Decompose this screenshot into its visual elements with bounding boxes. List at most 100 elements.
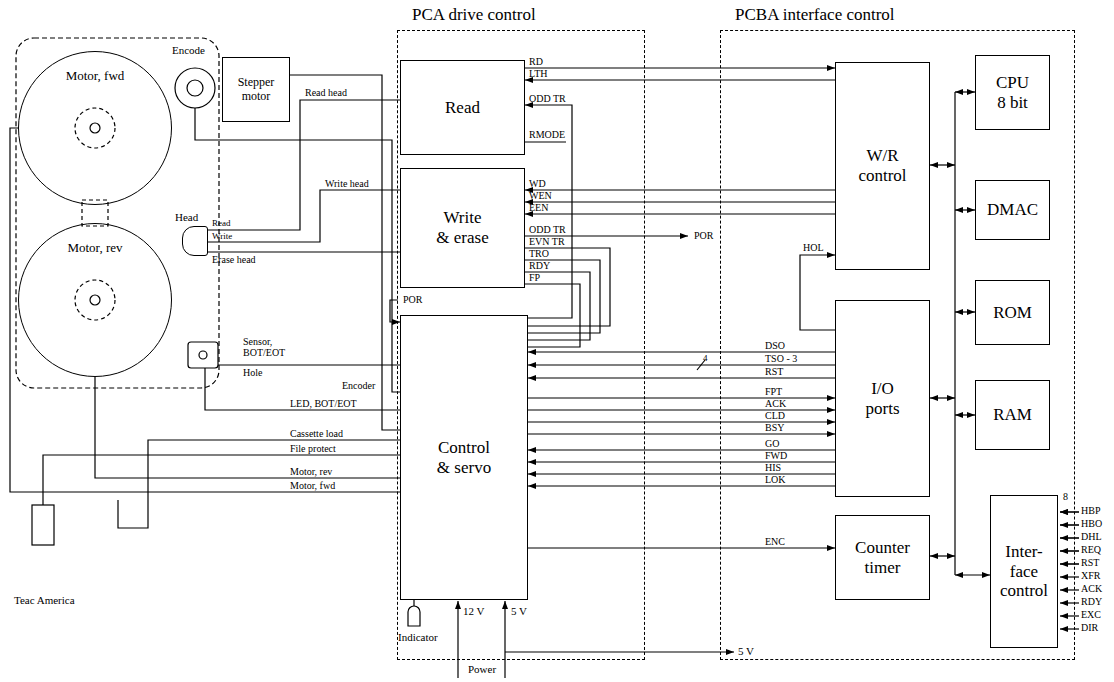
signal-name: FP (529, 273, 540, 284)
signal-name: HBO (1081, 519, 1102, 530)
signal-name: LOK (765, 475, 786, 486)
block-label: RAM (993, 405, 1032, 425)
host-signal-wire (1060, 576, 1079, 577)
signal-name: RD (529, 57, 543, 68)
signal-name: LTH (529, 69, 548, 80)
host-signal-wire (1060, 628, 1079, 629)
block-label: Motor, rev (67, 240, 122, 256)
indicator-lead (413, 600, 414, 606)
signal-connector (528, 351, 835, 352)
block-label: PCA drive control (412, 5, 536, 25)
signal-name: ACK (765, 399, 786, 410)
signal-name: Encoder (342, 381, 375, 392)
block-label: Write & erase (436, 208, 490, 247)
signal-name: Hole (243, 368, 262, 379)
signal-name: EXC (1081, 610, 1101, 621)
power-5v-branch (505, 651, 734, 652)
reel-spindle (90, 295, 100, 305)
signal-name: ODD TR (529, 94, 566, 105)
bus-arrow (930, 555, 955, 556)
bus-arrow (930, 164, 955, 165)
signal-name: GO (765, 439, 779, 450)
block-label: W/R control (853, 146, 913, 185)
signal-name: RST (1081, 558, 1099, 569)
bus-arrow (955, 574, 990, 575)
host-signal-wire (1060, 524, 1079, 525)
signal-name: 5 V (511, 606, 527, 618)
sensor-hole (199, 351, 207, 359)
signal-name: POR (403, 295, 422, 306)
block-label: Motor, fwd (66, 68, 125, 84)
reel-hub (75, 280, 115, 320)
host-signal-wire (1060, 615, 1079, 616)
signal-name: TRO (529, 249, 549, 260)
signal-name: HBP (1081, 506, 1100, 517)
signal-connector (528, 409, 835, 410)
signal-connector (528, 449, 835, 450)
indicator-led (408, 606, 420, 626)
host-signal-wire (1060, 602, 1079, 603)
motor-block: Stepper motor (222, 57, 290, 122)
signal-name: REQ (1081, 545, 1101, 556)
signal-name: Erase head (212, 255, 256, 266)
signal-name: Encode (172, 45, 205, 57)
tro-wire (525, 260, 600, 333)
signal-name: 4 (703, 354, 708, 363)
host-signal-wire (1060, 589, 1079, 590)
signal-name: FPT (765, 387, 782, 398)
signal-name: ACK (1081, 584, 1102, 595)
signal-name: 12 V (463, 606, 485, 618)
block-label: PCBA interface control (735, 5, 895, 25)
signal-connector (528, 377, 835, 378)
block-label: CPU 8 bit (992, 73, 1034, 112)
signal-connector (525, 79, 835, 80)
hol-wire (800, 255, 835, 330)
tape-head: Head (182, 226, 208, 256)
signal-name: ENC (765, 537, 785, 548)
signal-name: BSY (765, 423, 784, 434)
host-signal-wire (1060, 537, 1079, 538)
signal-name: Write (212, 232, 232, 241)
signal-name: Cassette load (290, 429, 343, 440)
board-region: PCA drive controlReadWrite & eraseContro… (397, 30, 645, 660)
block-label: I/O ports (860, 379, 906, 418)
bus-arrow (955, 91, 975, 92)
por-wire (390, 300, 400, 322)
signal-name: 8 (1063, 492, 1068, 503)
encoder-wheel (175, 68, 215, 108)
signal-connector (528, 364, 835, 365)
signal-name: FWD (765, 451, 787, 462)
signal-name: Indicator (398, 632, 438, 644)
function-block: Counter timer (835, 515, 930, 600)
function-block: Inter- face control (990, 495, 1058, 648)
signal-name: RMODE (529, 130, 565, 141)
bus-arrow (955, 311, 975, 312)
signal-connector (528, 461, 835, 462)
signal-name: CLD (765, 411, 785, 422)
host-signal-wire (1060, 550, 1079, 551)
reel-hub (75, 108, 115, 148)
signal-name: DHL (1081, 532, 1102, 543)
bus-arrow (930, 397, 955, 398)
encoder-wire (195, 108, 400, 392)
rmode-wire (525, 141, 566, 142)
signal-name: Motor, fwd (290, 481, 335, 492)
power-5v-wire (504, 601, 505, 678)
block-label: Counter timer (852, 538, 914, 577)
reel-motor: Motor, rev (18, 223, 172, 377)
encoder-hub (187, 80, 203, 96)
signal-connector (528, 485, 835, 486)
signal-connector (528, 421, 835, 422)
signal-connector (528, 473, 835, 474)
signal-name: Power (468, 664, 496, 676)
signal-name: RDY (529, 261, 550, 272)
cassette-load-wire (148, 440, 400, 500)
file-protect-wire (43, 455, 400, 505)
led-wire (205, 368, 400, 410)
function-block: Write & erase (400, 168, 525, 288)
host-signal-wires (1060, 512, 1079, 564)
signal-connector (95, 377, 400, 478)
cassette-outline (16, 38, 219, 388)
signal-connector (208, 251, 400, 252)
signal-connector (525, 67, 835, 68)
